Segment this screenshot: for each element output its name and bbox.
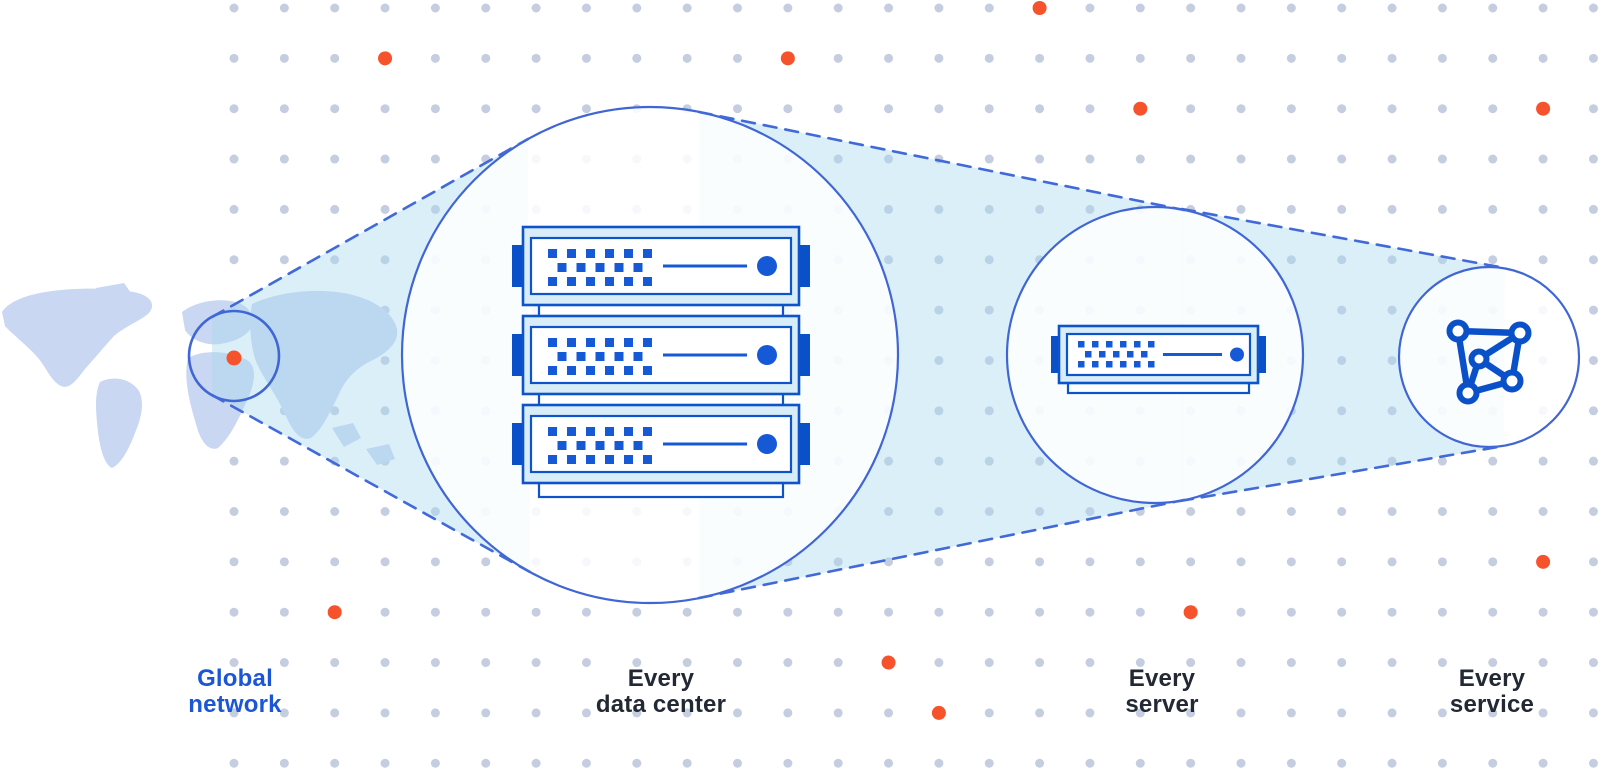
network-mesh-icon [1446,319,1532,405]
map-marker [226,350,242,366]
single-server [1051,324,1266,395]
server-unit [512,225,810,307]
server-rack [512,225,810,499]
label-global-network-line2: network [188,691,282,718]
label-every-service-line1: Every [1458,665,1526,692]
world-map [2,283,398,468]
map-marker-dot [226,350,242,366]
map-region-circle [187,309,281,403]
label-every-server: Every server [1042,666,1282,718]
label-every-data-center: Every data center [531,666,791,718]
label-every-service-line2: service [1449,691,1535,718]
server-unit [512,403,810,485]
server-unit [512,314,810,396]
label-global-network: Global network [135,666,335,718]
server-unit [1051,324,1266,385]
label-every-data-center-line2: data center [595,691,727,718]
label-every-service: Every service [1372,666,1612,718]
label-global-network-line1: Global [197,665,273,692]
dashed-connector-lines [210,110,1507,600]
label-every-server-line1: Every [1128,665,1196,692]
label-every-data-center-line1: Every [627,665,695,692]
label-every-server-line2: server [1125,691,1199,718]
